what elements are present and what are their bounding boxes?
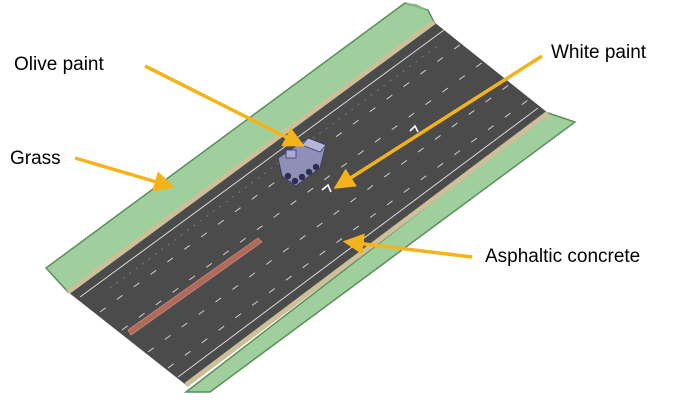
right-shoulder-strip [184,111,550,387]
left-edge-line [79,29,445,298]
white-paint-label: White paint [551,42,647,63]
grass-label: Grass [10,148,61,169]
left-shoulder-strip [66,19,436,295]
asphaltic-concrete-label: Asphaltic concrete [485,246,641,267]
left-grass-slope [405,3,428,10]
white-chevron-marking-upper [409,124,419,133]
olive-paint-arrow [144,64,305,147]
armored-vehicle [277,137,327,187]
white-paint-arrow [333,54,543,189]
pavement-marking-row-1 [109,161,281,289]
pavement-marking-row-2 [299,43,441,149]
asphaltic-concrete-arrow [342,233,473,259]
white-chevron-marking-lower [321,183,332,193]
olive-paint-label: Olive paint [14,54,104,75]
olive-paint-stripe [127,237,263,336]
grass-arrow [74,156,176,192]
right-grass-strip [183,112,577,393]
left-grass-strip [44,2,435,294]
